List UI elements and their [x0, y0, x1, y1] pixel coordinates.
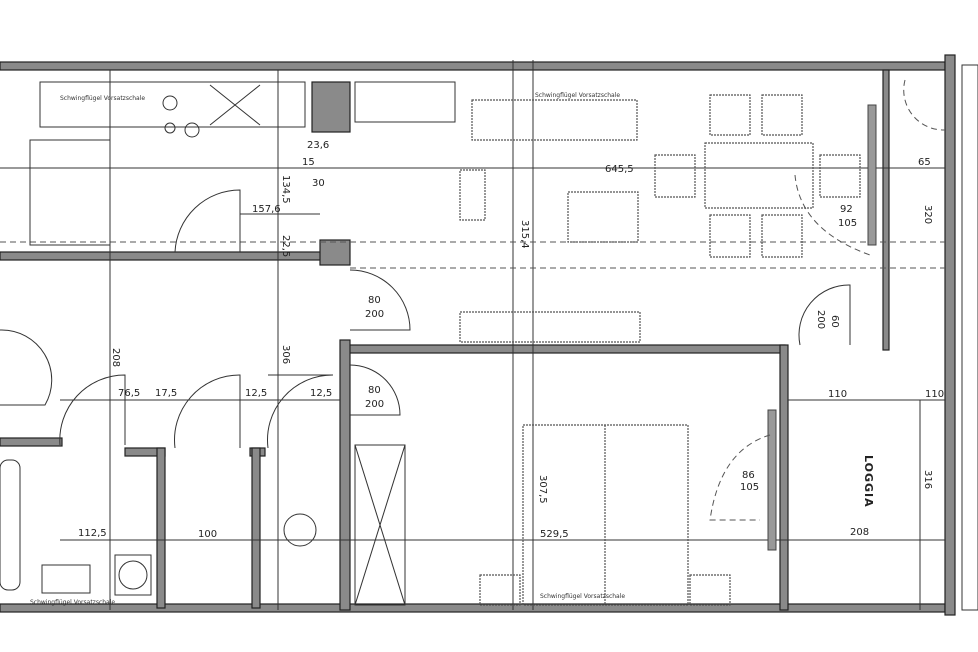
dim-bedroom-height: 307,5 [537, 475, 548, 504]
window-note-bedroom: Schwingflügel Vorsatzschale [540, 593, 625, 600]
living-furniture [459, 94, 877, 343]
dimension-lines [0, 60, 945, 610]
wall-bedroom-loggia [779, 344, 789, 611]
wall-living-bedroom [344, 344, 786, 354]
window-note-bath: Schwingflügel Vorsatzschale [30, 599, 115, 606]
wall-bath-wc [156, 447, 166, 609]
dim-loggia-height: 316 [922, 470, 933, 489]
dim-shaft-23: 23,6 [307, 140, 329, 151]
dim-bath-width: 112,5 [78, 528, 107, 539]
dim-right-320: 320 [922, 205, 933, 224]
door-hall-200: 200 [365, 309, 384, 320]
wall-right [944, 54, 956, 616]
room-label-loggia: LOGGIA [862, 455, 875, 508]
dim-shaft-15: 15 [302, 157, 315, 168]
door-height-105: 105 [838, 218, 857, 229]
labels: Schwingflügel Vorsatzschale Schwingflüge… [30, 92, 944, 606]
wall-bath-top [0, 437, 63, 447]
dim-bedroom-width: 529,5 [540, 529, 569, 540]
dim-hall-208: 208 [110, 348, 121, 367]
wall-wc-wc2 [251, 447, 261, 609]
wall-living-right [882, 69, 890, 351]
dim-hall-306: 306 [280, 345, 291, 364]
dim-right-65: 65 [918, 157, 931, 168]
doors [0, 189, 851, 449]
window-note-living: Schwingflügel Vorsatzschale [535, 92, 620, 99]
wall-hall-bedroom [339, 339, 351, 611]
door-width-92: 92 [840, 204, 853, 215]
dim-loggia-110b: 110 [925, 389, 944, 400]
dim-wc-width: 100 [198, 529, 217, 540]
dim-hall-12: 12,5 [245, 388, 267, 399]
shaft [319, 239, 351, 266]
door-height-105b: 105 [740, 482, 759, 493]
door-width-86: 86 [742, 470, 755, 481]
dim-kitchen-depth: 134,5 [280, 175, 291, 204]
dim-living-height: 315,4 [519, 220, 530, 249]
wall-top [0, 61, 946, 71]
outer-walls [0, 54, 956, 616]
door-living-60: 60 [829, 315, 840, 328]
wall-bottom [0, 603, 946, 613]
right-strip [903, 64, 978, 611]
dim-hall-76: 76,5 [118, 388, 140, 399]
dim-hall-12b: 12,5 [310, 388, 332, 399]
door-bed-80: 80 [368, 385, 381, 396]
dim-hall-17: 17,5 [155, 388, 177, 399]
door-bed-200: 200 [365, 399, 384, 410]
bath-fixtures [0, 459, 317, 596]
dim-living-width: 645,5 [605, 164, 634, 175]
door-living-200: 200 [815, 310, 826, 329]
interior-walls [0, 239, 789, 611]
window-note-kitchen: Schwingflügel Vorsatzschale [60, 95, 145, 102]
kitchen-counter [29, 81, 456, 246]
door-hall-80: 80 [368, 295, 381, 306]
dim-kitchen-width: 157,6 [252, 204, 281, 215]
dim-loggia-110a: 110 [828, 389, 847, 400]
bedroom-furniture [354, 409, 777, 606]
dim-loggia-width: 208 [850, 527, 869, 538]
dim-wall: 22,5 [280, 235, 291, 257]
dim-shaft-30: 30 [312, 178, 325, 189]
